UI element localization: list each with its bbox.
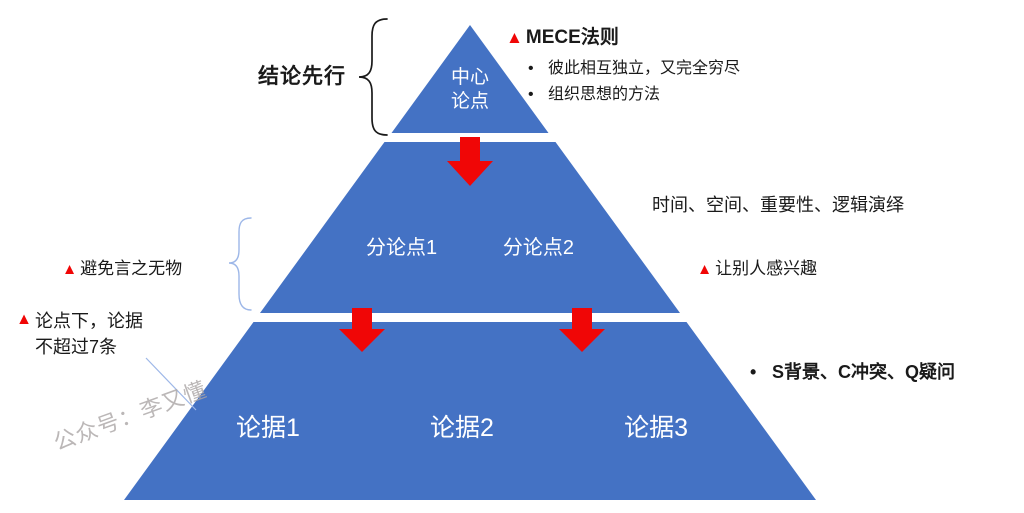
leader-line-evidence-limit bbox=[145, 357, 197, 411]
sub-points-row: 分论点1 分论点2 bbox=[366, 231, 574, 260]
avoid-empty-annotation: ▲避免言之无物 bbox=[62, 254, 182, 279]
evidence-1-label: 论据1 bbox=[236, 414, 300, 442]
evidence-limit-text: 论点下，论据 不超过7条 bbox=[35, 311, 144, 358]
list-item: • 组织思想的方法 bbox=[528, 82, 740, 108]
grouping-logic-label: 时间、空间、重要性、逻辑演绎 bbox=[652, 195, 904, 215]
mece-item-text: 彼此相互独立，又完全穷尽 bbox=[548, 60, 741, 77]
red-triangle-icon: ▲ bbox=[62, 261, 78, 278]
down-arrow-icon bbox=[559, 308, 605, 352]
red-triangle-icon: ▲ bbox=[16, 310, 33, 328]
mece-annotation: ▲MECE法则 • 彼此相互独立，又完全穷尽 • 组织思想的方法 bbox=[506, 22, 740, 108]
bullet-icon: • bbox=[750, 362, 757, 382]
central-point-label: 中心 论点 bbox=[450, 67, 489, 112]
interest-annotation: ▲让别人感兴趣 bbox=[697, 254, 817, 279]
bullet-icon: • bbox=[528, 86, 534, 103]
sub-point-2-label: 分论点2 bbox=[502, 237, 574, 259]
pyramid-tier-bottom bbox=[124, 322, 816, 500]
mece-item-text: 组织思想的方法 bbox=[548, 86, 661, 103]
scq-annotation: • S背景、C冲突、Q疑问 bbox=[750, 358, 955, 384]
conclusion-first-label: 结论先行 bbox=[258, 65, 346, 88]
evidence-3-label: 论据3 bbox=[624, 414, 688, 442]
avoid-empty-text: 避免言之无物 bbox=[80, 259, 183, 278]
bullet-icon: • bbox=[528, 60, 534, 77]
list-item: • 彼此相互独立，又完全穷尽 bbox=[528, 56, 740, 82]
brace-conclusion-first bbox=[358, 18, 388, 136]
mece-bullet-list: • 彼此相互独立，又完全穷尽 • 组织思想的方法 bbox=[528, 56, 740, 108]
down-arrow-icon bbox=[447, 137, 493, 186]
red-triangle-icon: ▲ bbox=[697, 261, 713, 278]
mece-title-row: ▲MECE法则 bbox=[506, 22, 740, 49]
pyramid-tier-top bbox=[391, 25, 549, 133]
pyramid-tier-middle bbox=[260, 142, 680, 313]
evidence-limit-annotation: ▲论点下，论据 不超过7条 bbox=[16, 308, 143, 360]
brace-avoid-empty bbox=[228, 217, 252, 311]
interest-text: 让别人感兴趣 bbox=[715, 259, 818, 278]
down-arrow-icon bbox=[339, 308, 385, 352]
mece-title: MECE法则 bbox=[525, 27, 619, 48]
sub-point-1-label: 分论点1 bbox=[366, 237, 438, 259]
scq-text: S背景、C冲突、Q疑问 bbox=[772, 362, 956, 382]
evidence-2-label: 论据2 bbox=[430, 414, 494, 442]
evidence-row: 论据1 论据2 论据3 bbox=[236, 408, 688, 444]
red-triangle-icon: ▲ bbox=[506, 28, 523, 47]
